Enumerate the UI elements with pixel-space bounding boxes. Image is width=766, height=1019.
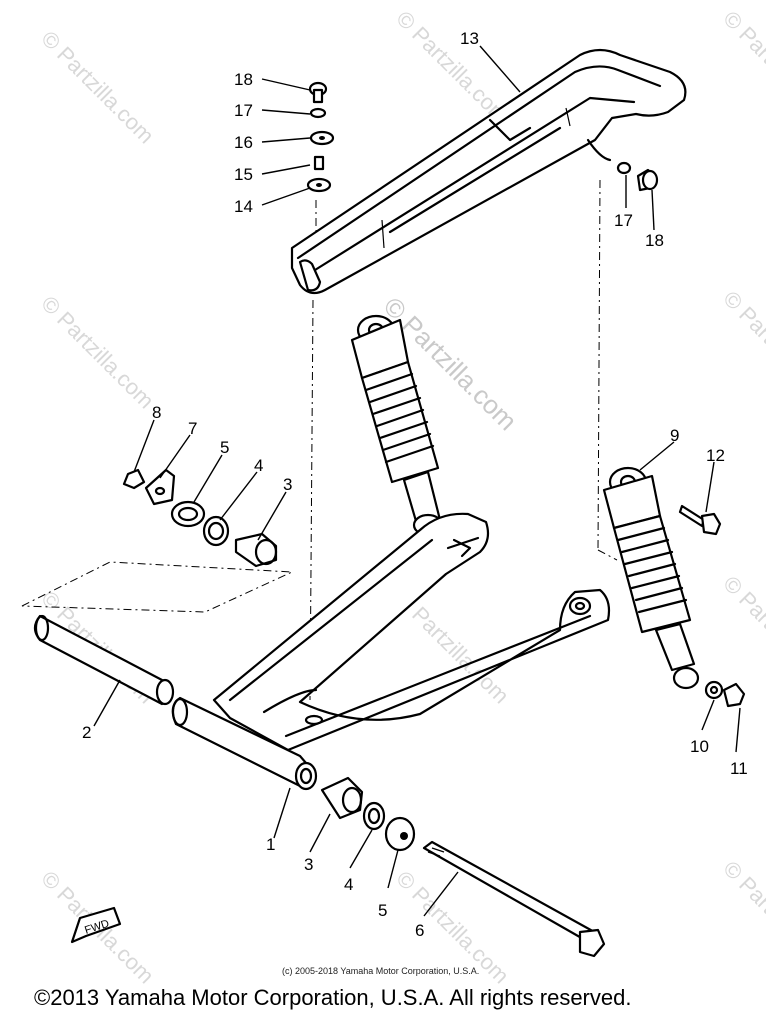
- callout-4-top: 4: [254, 456, 263, 475]
- pivot-bolt: [422, 840, 606, 958]
- watermark: © Partzilla.com: [36, 291, 159, 414]
- callout-14: 14: [234, 197, 253, 216]
- right-bushing-set: [320, 776, 416, 852]
- watermark: © Partzilla.com: [718, 6, 766, 129]
- callout-3-bottom: 3: [304, 855, 313, 874]
- callout-16: 16: [234, 133, 253, 152]
- chain-case: [290, 48, 687, 295]
- pivot-shaft: [33, 614, 175, 706]
- shock-bolt: [678, 504, 722, 536]
- rear-shock-right: [602, 466, 746, 708]
- callout-12: 12: [706, 446, 725, 465]
- copyright-small: (c) 2005-2018 Yamaha Motor Corporation, …: [282, 966, 480, 976]
- watermark: © Partzilla.com: [391, 6, 514, 129]
- watermark: © Partzilla.com: [718, 286, 766, 409]
- callout-2: 2: [82, 723, 91, 742]
- callout-5-top: 5: [220, 438, 229, 457]
- fastener-pair-right: [616, 161, 659, 192]
- callout-3-top: 3: [283, 475, 292, 494]
- callout-8: 8: [152, 403, 161, 422]
- callout-4-bottom: 4: [344, 875, 353, 894]
- watermark: © Partzilla.com: [718, 571, 766, 694]
- fastener-stack-top: [306, 81, 335, 193]
- watermark: © Partzilla.com: [36, 26, 159, 149]
- callout-6: 6: [415, 921, 424, 940]
- left-bushing-set: [122, 468, 278, 568]
- callout-13: 13: [460, 29, 479, 48]
- callout-1: 1: [266, 835, 275, 854]
- callout-5-bottom: 5: [378, 901, 387, 920]
- callout-10: 10: [690, 737, 709, 756]
- pivot-tube: [171, 696, 318, 791]
- copyright-notice: ©2013 Yamaha Motor Corporation, U.S.A. A…: [34, 985, 632, 1010]
- leader-lines: [93, 45, 741, 917]
- callout-11: 11: [730, 759, 748, 778]
- callout-7: 7: [188, 419, 197, 438]
- watermark: © Partzilla.com: [718, 856, 766, 979]
- callout-17-right: 17: [614, 211, 633, 230]
- callout-15: 15: [234, 165, 253, 184]
- swing-arm: [212, 512, 611, 752]
- callout-17-top: 17: [234, 101, 253, 120]
- callout-numbers: 18 17 16 15 14 13 17 18 8 7 5 4 3 9 12 2…: [82, 29, 748, 940]
- callout-9: 9: [670, 426, 679, 445]
- callout-18-top: 18: [234, 70, 253, 89]
- callout-18-right: 18: [645, 231, 664, 250]
